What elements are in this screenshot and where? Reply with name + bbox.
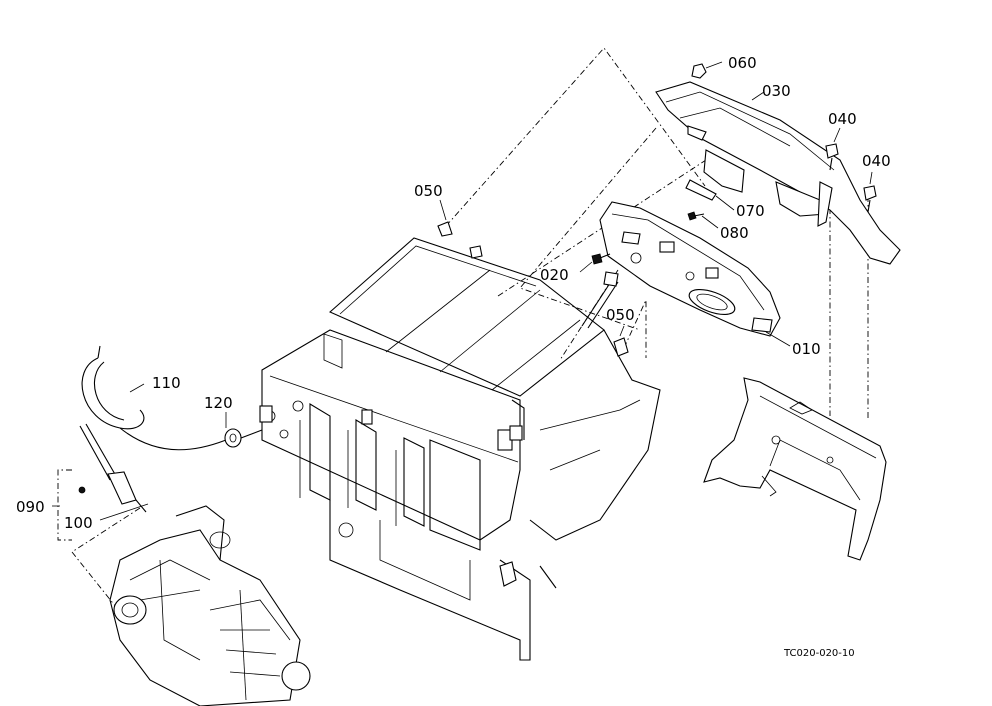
label-leaders — [52, 61, 873, 521]
label-050-right: 050 — [606, 306, 635, 324]
label-020: 020 — [540, 266, 569, 284]
bolt-060 — [691, 63, 707, 79]
label-120: 120 — [204, 394, 233, 412]
dashboard-housing — [259, 237, 661, 661]
label-030: 030 — [762, 82, 791, 100]
screw-040b — [863, 185, 877, 213]
label-040-left: 040 — [828, 110, 857, 128]
label-080: 080 — [720, 224, 749, 242]
grommet-120 — [224, 428, 263, 448]
clip-050a — [437, 221, 453, 237]
label-090: 090 — [16, 498, 45, 516]
meter-cover-030 — [655, 81, 901, 265]
label-070: 070 — [736, 202, 765, 220]
meter-panel-010 — [599, 201, 781, 337]
label-060: 060 — [728, 54, 757, 72]
screw-080 — [687, 211, 705, 221]
meter-drive-cable — [581, 271, 619, 329]
clip-050b — [613, 337, 629, 357]
label-100: 100 — [64, 514, 93, 532]
tachometer-cable-110 — [79, 345, 227, 513]
label-110: 110 — [152, 374, 181, 392]
engine-block — [109, 505, 311, 706]
screw-040a — [825, 143, 839, 171]
label-050-top: 050 — [414, 182, 443, 200]
bracket-070 — [685, 179, 717, 201]
label-010: 010 — [792, 340, 821, 358]
screw-020 — [591, 253, 611, 265]
cable-clamp-100 — [78, 486, 86, 494]
part-labels: 060 030 040 040 050 070 080 020 050 010 … — [16, 54, 891, 532]
small-clip-upper — [469, 245, 483, 259]
meter-bracket — [703, 377, 887, 561]
label-040-right: 040 — [862, 152, 891, 170]
figure-code: TC020-020-10 — [783, 648, 855, 659]
